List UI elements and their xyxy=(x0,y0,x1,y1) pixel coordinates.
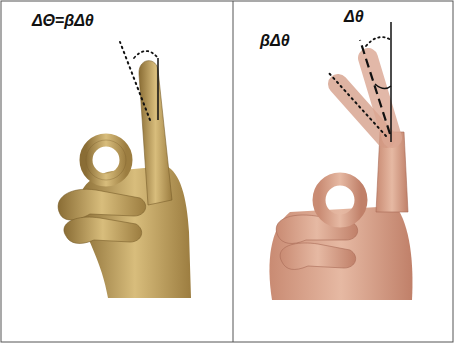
finger-axis xyxy=(328,72,386,136)
finger-axis xyxy=(120,42,150,120)
angle-arc xyxy=(366,37,391,46)
angle-label: Δθ xyxy=(342,8,366,26)
rendered-hand xyxy=(58,61,191,298)
finger-axis xyxy=(360,40,390,134)
panel-divider xyxy=(233,1,234,342)
angle-arc xyxy=(375,84,391,89)
reference-line xyxy=(390,22,392,142)
angle-label: ΔΘ=βΔθ xyxy=(30,12,96,30)
angle-arc xyxy=(134,51,158,58)
reference-line xyxy=(157,58,159,120)
angle-label: βΔθ xyxy=(258,32,292,50)
